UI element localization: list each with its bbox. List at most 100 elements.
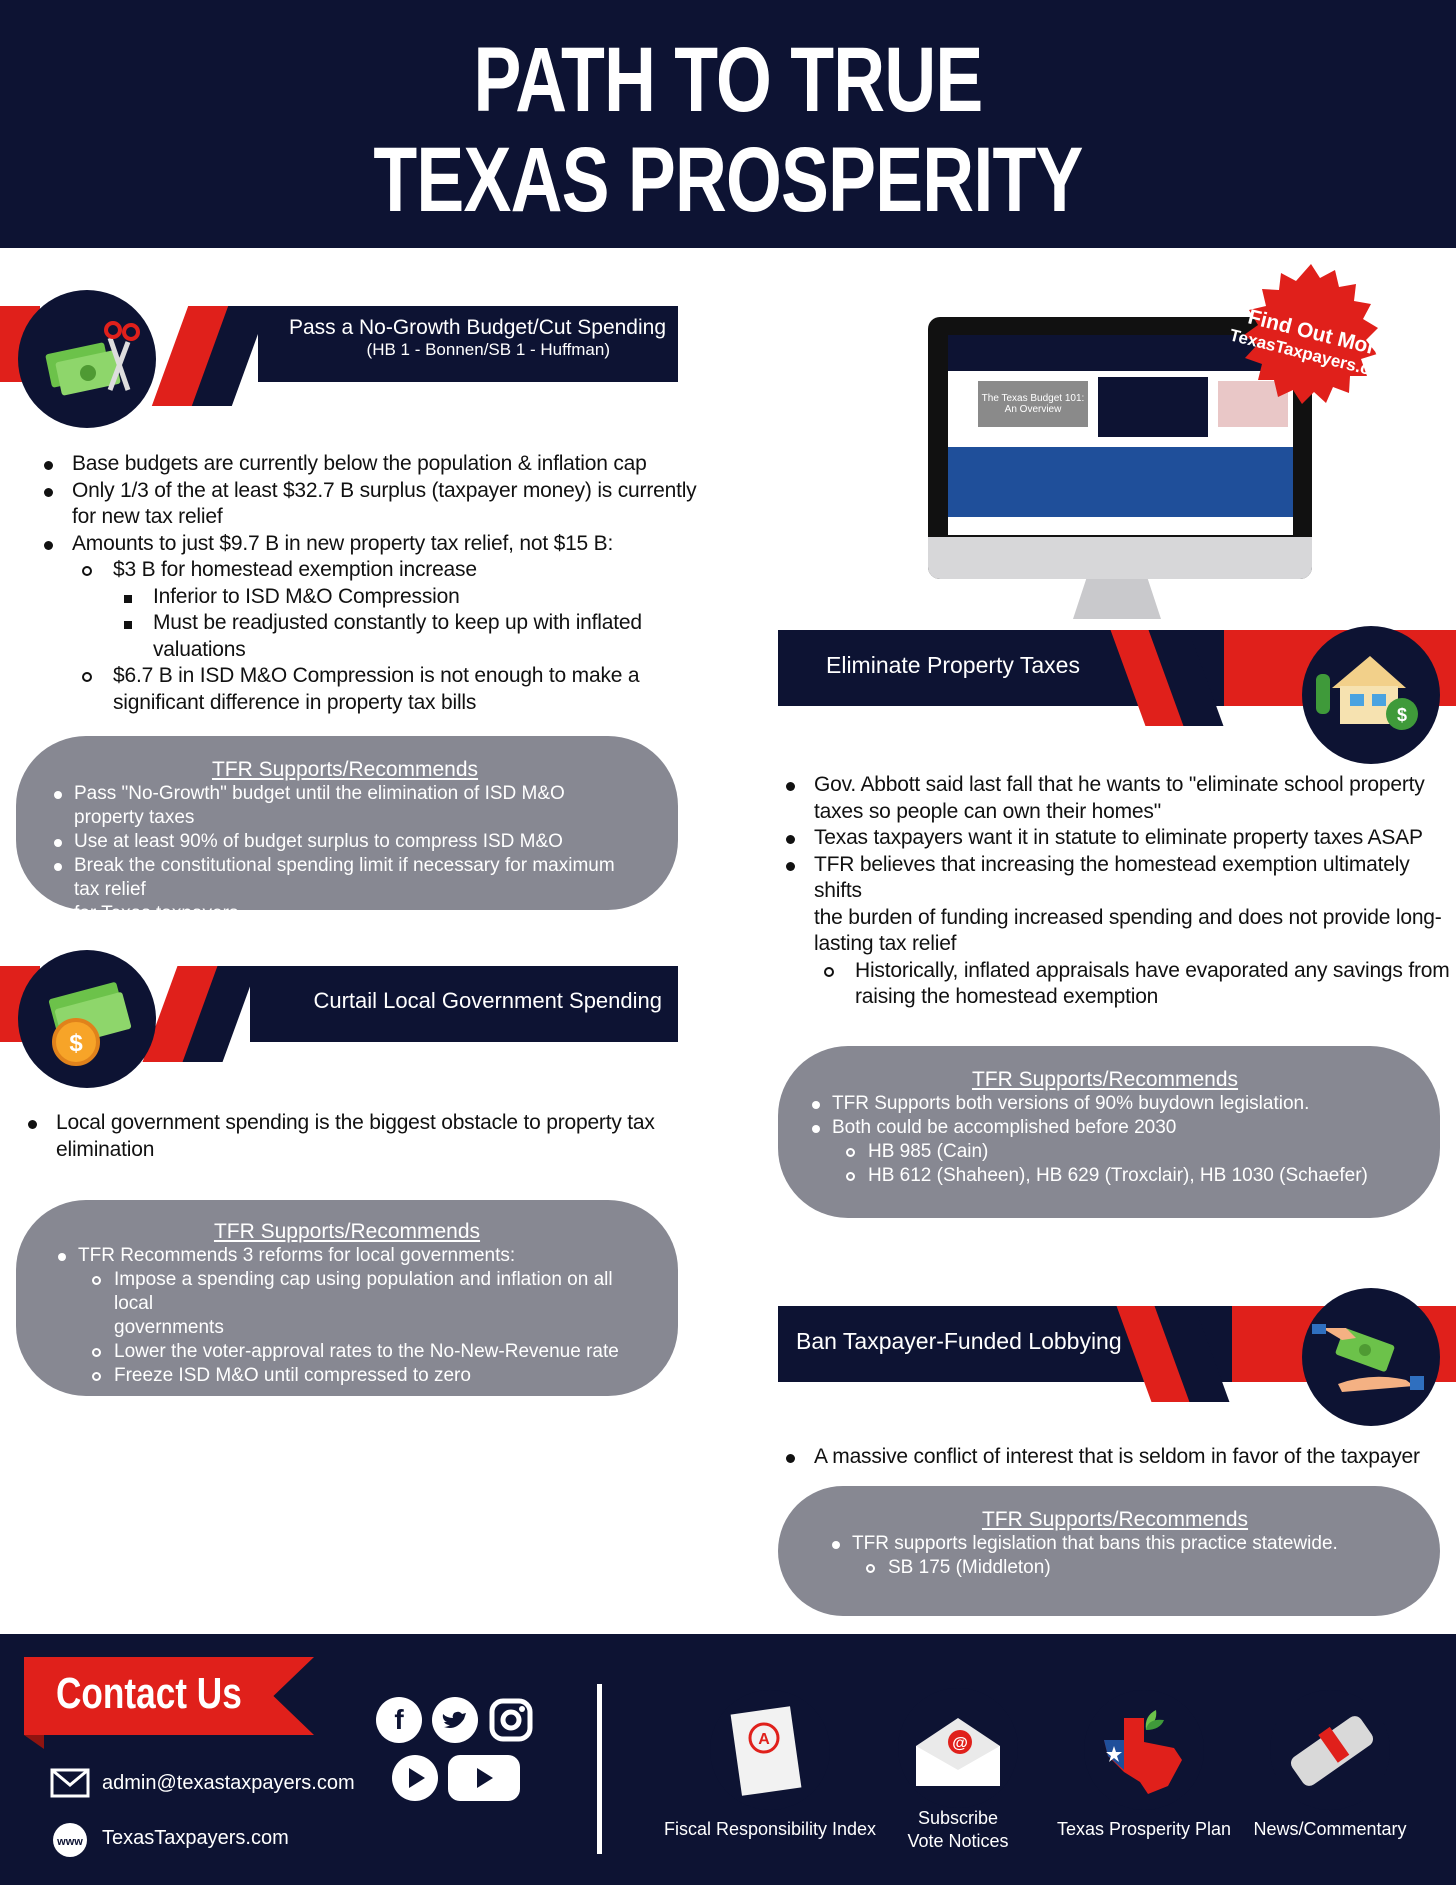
prosperity-plan-icon[interactable] — [1084, 1690, 1204, 1810]
rec-text: Break the constitutional spending limit … — [74, 855, 615, 900]
bullet-text: A massive conflict of interest that is s… — [814, 1445, 1420, 1468]
rec-text: Freeze ISD M&O until compressed to zero — [114, 1365, 471, 1386]
screen-hero: The Texas Budget 101: An Overview — [948, 371, 1293, 447]
screen-nav — [948, 335, 1293, 371]
money-coin-icon: $ — [48, 982, 132, 1066]
lobbying-bullets: A massive conflict of interest that is s… — [780, 1444, 1456, 1471]
budget-title: Pass a No-Growth Budget/Cut Spending — [288, 316, 666, 339]
rec-text: TFR supports legislation that bans this … — [852, 1533, 1338, 1554]
news-icon[interactable] — [1270, 1690, 1390, 1810]
rec-text: TFR Recommends 3 reforms for local gover… — [78, 1245, 516, 1266]
contact-us-label: Contact Us — [56, 1669, 242, 1718]
lobbying-title: Ban Taxpayer-Funded Lobbying — [796, 1328, 1122, 1354]
rec-text: SB 175 (Middleton) — [888, 1557, 1051, 1578]
youtube-icon[interactable] — [448, 1755, 520, 1801]
rec-text: Both could be accomplished before 2030 — [832, 1117, 1177, 1138]
rec-text: Lower the voter-approval rates to the No… — [114, 1341, 619, 1362]
bullet-text: $6.7 B in ISD M&O Compression is not eno… — [113, 664, 640, 687]
budget-subtitle: (HB 1 - Bonnen/SB 1 - Huffman) — [366, 340, 610, 359]
twitter-icon[interactable] — [432, 1697, 478, 1743]
bullet-text: elimination — [56, 1137, 155, 1161]
contact-website[interactable]: TexasTaxpayers.com — [102, 1827, 289, 1849]
rec-text: TFR Supports both versions of 90% buydow… — [832, 1093, 1310, 1114]
screen-footer — [948, 517, 1293, 535]
screen-card: The Texas Budget 101: An Overview — [978, 381, 1088, 427]
bullet-text: Gov. Abbott said last fall that he wants… — [814, 773, 1425, 796]
prosperity-plan-label[interactable]: Texas Prosperity Plan — [1056, 1819, 1232, 1839]
bullet-text: taxes so people can own their homes" — [814, 799, 1161, 823]
bullet-text: lasting tax relief — [814, 932, 957, 955]
svg-text:$: $ — [1397, 705, 1407, 725]
facebook-icon[interactable]: f — [376, 1697, 422, 1743]
bullet-text: TFR believes that increasing the homeste… — [814, 852, 1410, 903]
bullet-text: Amounts to just $9.7 B in new property t… — [72, 531, 614, 555]
rec-text: Pass "No-Growth" budget until the elimin… — [74, 783, 565, 828]
bullet-text: for new tax relief — [72, 505, 223, 528]
bullet-text: Base budgets are currently below the pop… — [72, 452, 647, 475]
bullet-text: Inferior to ISD M&O Compression — [153, 584, 460, 608]
property-icon-circle: $ — [1302, 626, 1440, 764]
house-money-icon: $ — [1316, 656, 1418, 730]
property-recommendations: TFR Supports/Recommends TFR Supports bot… — [778, 1046, 1440, 1218]
property-bullets: Gov. Abbott said last fall that he wants… — [780, 772, 1456, 1011]
rec-title: TFR Supports/Recommends — [981, 1508, 1249, 1531]
rec-text: governments — [114, 1317, 224, 1338]
instagram-icon[interactable] — [488, 1697, 534, 1743]
fiscal-index-label[interactable]: Fiscal Responsibility Index — [663, 1819, 877, 1839]
budget-icon-circle — [18, 290, 156, 428]
vote-notices-label[interactable]: Subscribe Vote Notices — [868, 1807, 1048, 1853]
svg-text:www: www — [56, 1836, 83, 1848]
bullet-text: valuations — [153, 637, 246, 661]
find-out-more-badge[interactable] — [1236, 262, 1386, 412]
bullet-text: Only 1/3 of the at least $32.7 B surplus… — [72, 478, 697, 502]
bullet-text: Historically, inflated appraisals have e… — [855, 958, 1450, 982]
monitor-stand — [1073, 579, 1161, 619]
rec-text: Use at least 90% of budget surplus to co… — [74, 831, 563, 852]
svg-text:@: @ — [952, 1735, 968, 1752]
rec-text: HB 985 (Cain) — [868, 1141, 989, 1162]
vote-notices-icon[interactable]: @ — [898, 1688, 1018, 1808]
hand-money-icon — [1312, 1324, 1424, 1392]
bullet-text: Local government spending is the biggest… — [56, 1111, 655, 1134]
rec-text: HB 612 (Shaheen), HB 629 (Troxclair), HB… — [868, 1165, 1368, 1186]
rumble-icon[interactable] — [392, 1755, 438, 1801]
website-monitor[interactable]: The Texas Budget 101: An Overview — [928, 317, 1312, 579]
vote-notices-text: Vote Notices — [907, 1831, 1009, 1851]
bullet-text: Texas taxpayers want it in statute to el… — [814, 826, 1423, 849]
news-label[interactable]: News/Commentary — [1253, 1819, 1407, 1839]
monitor-chin — [928, 537, 1312, 579]
property-title: Eliminate Property Taxes — [826, 652, 1080, 678]
local-bullets: Local government spending is the biggest… — [22, 1110, 682, 1163]
globe-icon: www — [53, 1823, 87, 1857]
page-title-line1: PATH TO TRUE — [473, 29, 984, 131]
email-icon — [50, 1768, 90, 1798]
screen-blue-band — [948, 447, 1293, 517]
contact-email[interactable]: admin@texastaxpayers.com — [102, 1772, 355, 1794]
svg-text:$: $ — [69, 1030, 83, 1057]
cut-money-icon — [45, 321, 140, 396]
page-title-line2: TEXAS PROSPERITY — [373, 129, 1083, 231]
website-screenshot: The Texas Budget 101: An Overview — [948, 335, 1293, 535]
page-header: PATH TO TRUE TEXAS PROSPERITY — [0, 0, 1456, 248]
bullet-text: significant difference in property tax b… — [113, 690, 477, 714]
lobbying-icon-circle — [1302, 1288, 1440, 1426]
rec-title: TFR Supports/Recommends — [971, 1068, 1239, 1091]
screen-video — [1098, 377, 1208, 437]
local-icon-circle: $ — [18, 950, 156, 1088]
lobbying-recommendations: TFR Supports/Recommends TFR supports leg… — [778, 1486, 1440, 1616]
bullet-text: raising the homestead exemption — [855, 985, 1159, 1008]
rec-text: for Texas taxpayers — [74, 903, 239, 924]
fiscal-index-icon[interactable]: A — [710, 1690, 830, 1810]
budget-recommendations: TFR Supports/Recommends Pass "No-Growth"… — [16, 736, 678, 924]
rec-title: TFR Supports/Recommends — [211, 758, 479, 781]
footer-divider — [597, 1684, 602, 1854]
bullet-text: $3 B for homestead exemption increase — [113, 558, 477, 581]
rec-title: TFR Supports/Recommends — [213, 1220, 481, 1243]
budget-banner: Pass a No-Growth Budget/Cut Spending (HB… — [258, 306, 678, 382]
bullet-text: Must be readjusted constantly to keep up… — [153, 611, 642, 634]
svg-text:A: A — [758, 1731, 770, 1748]
bullet-text: the burden of funding increased spending… — [814, 905, 1442, 929]
budget-bullets: Base budgets are currently below the pop… — [38, 451, 698, 716]
local-recommendations: TFR Supports/Recommends TFR Recommends 3… — [16, 1200, 678, 1396]
contact-us-banner: Contact Us — [24, 1657, 314, 1735]
